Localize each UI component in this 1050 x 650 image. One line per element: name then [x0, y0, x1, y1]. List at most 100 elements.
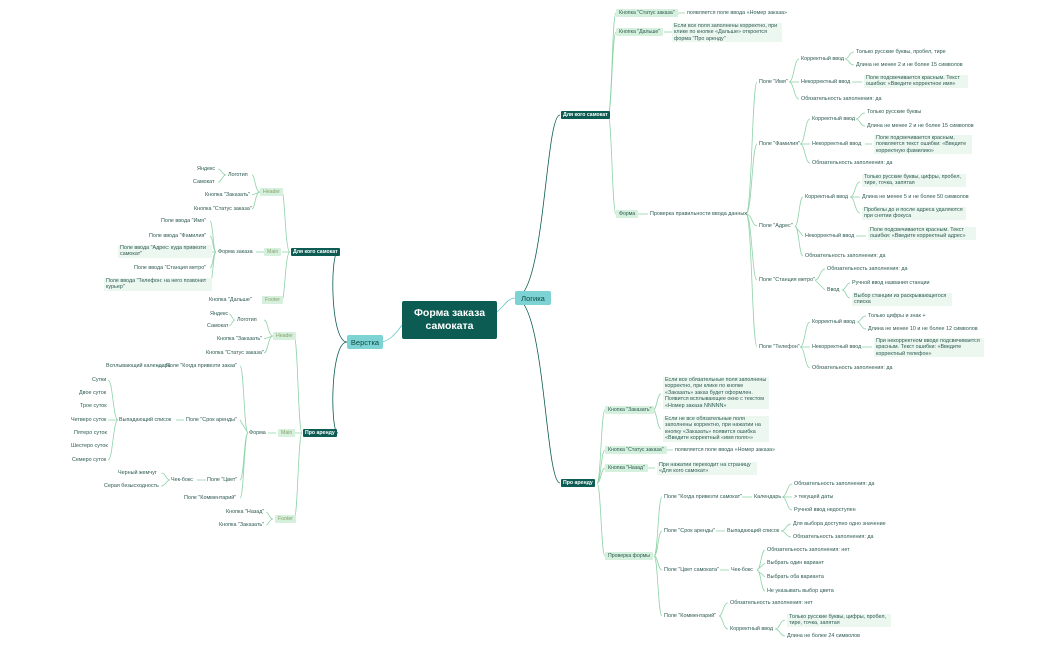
metro-field-node: Поле "Станция метро"	[759, 277, 816, 283]
next-button-layout: Кнопка "Дальше"	[209, 297, 252, 303]
order-form-node: Форма заказа	[218, 249, 253, 255]
layout-dlya-node[interactable]: Для кого самокат	[291, 248, 340, 256]
field-address: Поле ввода "Адрес: куда привезти самокат…	[118, 245, 212, 258]
comment-correct-2: Длина не более 24 символов	[787, 633, 861, 639]
order-button-node[interactable]: Кнопка "Заказать"	[605, 406, 655, 414]
order-button-2-layout: Кнопка "Заказать"	[217, 336, 263, 342]
color-3: Выбрать оба варианта	[767, 574, 824, 580]
dropdown-node: Выпадающий список	[727, 528, 780, 534]
day-6: Шестеро суток	[71, 443, 108, 449]
main-2-node[interactable]: Main	[278, 429, 296, 437]
checkbox-layout: Чек-бокс	[171, 477, 193, 483]
surname-correct-1: Только русские буквы	[867, 109, 922, 115]
status-result-2: появляется поле ввода «Номер заказа»	[675, 447, 776, 453]
footer-2-node[interactable]: Footer	[275, 515, 296, 523]
status-button-node[interactable]: Кнопка "Статус заказа"	[616, 9, 678, 17]
field-name: Поле ввода "Имя"	[161, 218, 206, 224]
phone-correct-2: Длина не менее 10 и не более 12 символов	[868, 326, 978, 332]
surname-field-node: Поле "Фамилия"	[759, 141, 801, 147]
logic-pro-node[interactable]: Про аренду	[561, 479, 595, 487]
address-incorrect-1: Поле подсвечивается красным. Текст ошибк…	[868, 227, 976, 240]
back-button-node[interactable]: Кнопка "Назад"	[605, 464, 648, 472]
main-node[interactable]: Main	[264, 248, 282, 256]
metro-input-2: Выбор станции из раскрывающегося списка	[852, 293, 952, 306]
back-button-layout: Кнопка "Назад"	[226, 509, 265, 515]
logic-node[interactable]: Логика	[515, 291, 551, 305]
name-incorrect-1: Поле подсвечивается красным. Текст ошибк…	[864, 75, 968, 88]
color-2: Выбрать один вариант	[767, 560, 824, 566]
phone-incorrect: Некорректный ввод	[812, 344, 862, 350]
dropdown-layout: Выпадающий список	[119, 417, 172, 423]
logo-2-node: Логотип	[237, 317, 257, 323]
phone-required: Обязательность заполнения: да	[812, 365, 893, 371]
calendar-popup: Всплывающий календарь	[106, 363, 171, 369]
checkbox-node: Чек-бокс	[731, 567, 753, 573]
day-5: Пятеро суток	[74, 430, 107, 436]
color-grey: Серая безысходность	[104, 483, 159, 489]
when-field-layout: Поле "Когда привезти заказ"	[166, 363, 238, 369]
comment-correct: Корректный ввод	[730, 626, 774, 632]
logo-2-samokat: Самокат	[207, 323, 229, 329]
comment-field-node: Поле "Комментарий"	[664, 613, 717, 619]
logic-dlya-node[interactable]: Для кого самокат	[561, 111, 610, 119]
check-form-node[interactable]: Проверка формы	[605, 552, 654, 560]
surname-required: Обязательность заполнения: да	[812, 160, 893, 166]
back-result: При нажатии переходит на страницу «Для к…	[657, 462, 757, 475]
color-black: Черный жемчуг	[118, 470, 157, 476]
surname-incorrect-1: Поле подсвечивается красным, появляется …	[874, 135, 972, 155]
day-4: Четверо суток	[71, 417, 107, 423]
surname-correct: Корректный ввод	[812, 116, 856, 122]
name-incorrect: Некорректный ввод	[801, 79, 851, 85]
term-1: Для выбора доступно одно значение	[793, 521, 886, 527]
form-node[interactable]: Форма	[616, 210, 639, 218]
order-button-layout: Кнопка "Заказать"	[205, 192, 251, 198]
name-required: Обязательность заполнения: да	[801, 96, 882, 102]
phone-correct-1: Только цифры и знак +	[868, 313, 926, 319]
header-node[interactable]: Header	[260, 188, 284, 196]
logo-node: Логотип	[228, 172, 248, 178]
calendar-2: > текущей даты	[794, 494, 834, 500]
logo-2-yandex: Яндекс	[210, 311, 229, 317]
header-2-node[interactable]: Header	[273, 332, 297, 340]
color-1: Обязательность заполнения: нет	[767, 547, 850, 553]
next-result: Если все поля заполнены корректно, при к…	[672, 23, 782, 43]
validation-node: Проверка правильности ввода данных	[650, 211, 747, 217]
layout-node[interactable]: Верстка	[347, 335, 383, 349]
calendar-1: Обязательность заполнения: да	[794, 481, 875, 487]
metro-input-1: Ручной ввод названия станции	[852, 280, 930, 286]
comment-field-layout: Поле "Комментарий"	[184, 495, 237, 501]
term-2: Обязательность заполнения: да	[793, 534, 874, 540]
name-correct-1: Только русские буквы, пробел, тире	[856, 49, 946, 55]
status-result: появляется поле ввода «Номер заказа»	[687, 10, 788, 16]
comment-required: Обязательность заполнения: нет	[730, 600, 813, 606]
address-incorrect: Некорректный ввод	[805, 233, 855, 239]
order-button-3-layout: Кнопка "Заказать"	[219, 522, 265, 528]
color-field-layout: Поле "Цвет"	[207, 477, 238, 483]
field-metro: Поле ввода "Станция метро"	[134, 265, 207, 271]
metro-input: Ввод	[827, 287, 840, 293]
order-result-1: Если все обязательные поля заполнены кор…	[663, 377, 769, 410]
order-result-2: Если не все обязательные поля заполнены …	[663, 416, 769, 442]
root-node[interactable]: Форма заказа самоката	[402, 301, 497, 339]
calendar-3: Ручной ввод недоступен	[794, 507, 856, 513]
term-field-node: Поле "Срок аренды"	[664, 528, 715, 534]
next-button-node[interactable]: Кнопка "Дальше"	[616, 28, 664, 36]
address-correct-3: Пробелы до и после адреса удаляются при …	[862, 207, 966, 220]
when-field-node: Поле "Когда привезти самокат"	[664, 494, 743, 500]
color-field-node: Поле "Цвет самоката"	[664, 567, 719, 573]
status-button-2-node[interactable]: Кнопка "Статус заказа"	[605, 446, 667, 454]
name-correct-2: Длина не менее 2 и не более 15 символов	[856, 62, 963, 68]
day-7: Семеро суток	[72, 457, 107, 463]
field-surname: Поле ввода "Фамилия"	[149, 233, 207, 239]
layout-pro-node[interactable]: Про аренду	[303, 429, 337, 437]
metro-required: Обязательность заполнения: да	[827, 266, 908, 272]
term-field-layout: Поле "Срок аренды"	[186, 417, 237, 423]
form-2-node: Форма	[249, 430, 266, 436]
logo-yandex: Яндекс	[197, 166, 216, 172]
address-field-node: Поле "Адрес"	[759, 223, 793, 229]
day-3: Трое суток	[80, 403, 107, 409]
address-correct: Корректный ввод	[805, 194, 849, 200]
footer-node[interactable]: Footer	[262, 296, 283, 304]
